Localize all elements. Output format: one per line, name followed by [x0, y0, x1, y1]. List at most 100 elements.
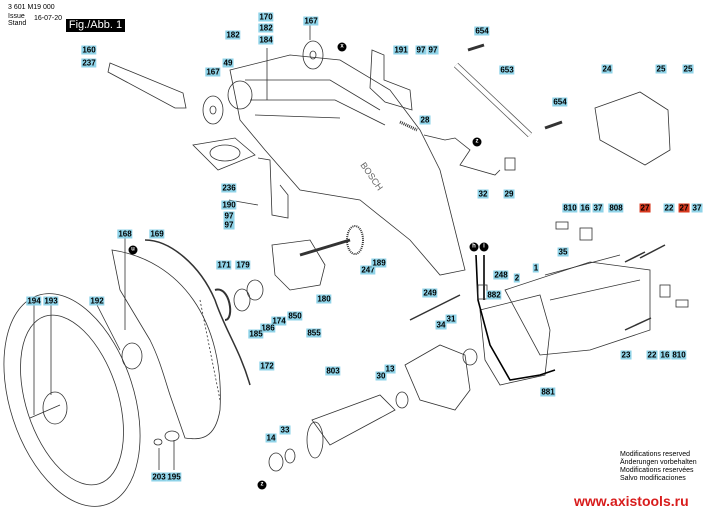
part-callout: 191	[393, 45, 409, 55]
part-callout: 654	[474, 26, 490, 36]
issue-date: 16-07-20	[34, 15, 63, 22]
motor-housing	[504, 261, 651, 356]
part-callout: 35	[557, 247, 569, 257]
part-callout: 2	[513, 273, 521, 283]
part-callout: 182	[258, 23, 274, 33]
figure-title: Fig./Abb. 1	[66, 19, 125, 32]
part-callout: 29	[503, 189, 515, 199]
part-callout: 193	[43, 296, 59, 306]
reference-marker: x	[337, 42, 347, 52]
part-callout: 49	[222, 58, 234, 68]
part-callout: 171	[216, 260, 232, 270]
armature	[311, 394, 396, 446]
part-callout: 810	[562, 203, 578, 213]
note: Salvo modificaciones	[620, 475, 686, 482]
part-callout: 236	[221, 183, 237, 193]
part-callout: 33	[279, 425, 291, 435]
part-callout: 184	[258, 35, 274, 45]
part-callout: 189	[371, 258, 387, 268]
part-callout: 810	[671, 350, 687, 360]
stand-label: Stand	[8, 20, 27, 27]
gearbox-180	[271, 239, 326, 291]
note: Modifications reserved	[620, 451, 691, 458]
part-callout: 23	[620, 350, 632, 360]
part-callout: 170	[258, 12, 274, 22]
svg-text:BOSCH: BOSCH	[358, 160, 385, 192]
part-callout: 182	[225, 30, 241, 40]
reference-marker: u	[128, 245, 138, 255]
part-callout: 192	[89, 296, 105, 306]
part-callout: 31	[445, 314, 457, 324]
part-callout: 97	[223, 220, 235, 230]
modification-notes: Modifications reserved Änderungen vorbeh…	[620, 451, 697, 483]
part-callout: 27	[678, 203, 690, 213]
plate-236	[192, 137, 256, 171]
part-callout: 194	[26, 296, 42, 306]
part-callout: 160	[81, 45, 97, 55]
part-callout: 37	[592, 203, 604, 213]
part-callout: 850	[287, 311, 303, 321]
part-callout: 653	[499, 65, 515, 75]
part-callout: 25	[655, 64, 667, 74]
reference-marker: z	[472, 137, 482, 147]
saw-blade	[3, 293, 141, 507]
part-callout: 34	[435, 320, 447, 330]
part-callout: 169	[149, 229, 165, 239]
motor-cap	[594, 91, 671, 166]
part-callout: 180	[316, 294, 332, 304]
flange-192	[121, 342, 143, 370]
part-callout: 172	[259, 361, 275, 371]
upper-arm-housing	[229, 54, 466, 276]
part-callout: 30	[375, 371, 387, 381]
part-callout: 16	[579, 203, 591, 213]
part-callout: 16	[659, 350, 671, 360]
part-callout: 803	[325, 366, 341, 376]
part-callout: 14	[265, 433, 277, 443]
part-callout: 28	[419, 115, 431, 125]
part-number: 3 601 M19 000	[8, 4, 55, 11]
part-callout: 25	[682, 64, 694, 74]
part-callout: 27	[639, 203, 651, 213]
part-callout: 37	[691, 203, 703, 213]
part-callout: 167	[303, 16, 319, 26]
part-callout: 22	[663, 203, 675, 213]
part-callout: 13	[384, 364, 396, 374]
part-callout: 882	[486, 290, 502, 300]
part-callout: 97	[223, 211, 235, 221]
part-callout: 186	[260, 323, 276, 333]
part-callout: 168	[117, 229, 133, 239]
part-callout: 195	[166, 472, 182, 482]
reference-marker: i	[479, 242, 489, 252]
stator	[479, 294, 551, 386]
part-callout: 855	[306, 328, 322, 338]
part-callout: 1	[532, 263, 540, 273]
part-callout: 24	[601, 64, 613, 74]
part-callout: 179	[235, 260, 251, 270]
part-callout: 203	[151, 472, 167, 482]
note: Änderungen vorbehalten	[620, 459, 697, 466]
blade-flange	[42, 391, 68, 425]
part-callout: 185	[248, 329, 264, 339]
reference-marker: h	[469, 242, 479, 252]
part-callout: 32	[477, 189, 489, 199]
website-watermark: www.axistools.ru	[574, 493, 689, 509]
handle-237	[107, 62, 187, 109]
part-callout: 22	[646, 350, 658, 360]
issue-label: Issue	[8, 13, 25, 20]
part-callout: 249	[422, 288, 438, 298]
lower-guard	[111, 249, 221, 440]
fan-housing	[404, 344, 471, 411]
note: Modifications reservées	[620, 467, 694, 474]
part-callout: 174	[271, 316, 287, 326]
part-callout: 167	[205, 67, 221, 77]
part-callout: 97	[415, 45, 427, 55]
part-callout: 654	[552, 97, 568, 107]
part-callout: 237	[81, 58, 97, 68]
reference-marker: z	[257, 480, 267, 490]
part-callout: 248	[493, 270, 509, 280]
part-callout: 808	[608, 203, 624, 213]
part-callout: 190	[221, 200, 237, 210]
part-callout: 881	[540, 387, 556, 397]
